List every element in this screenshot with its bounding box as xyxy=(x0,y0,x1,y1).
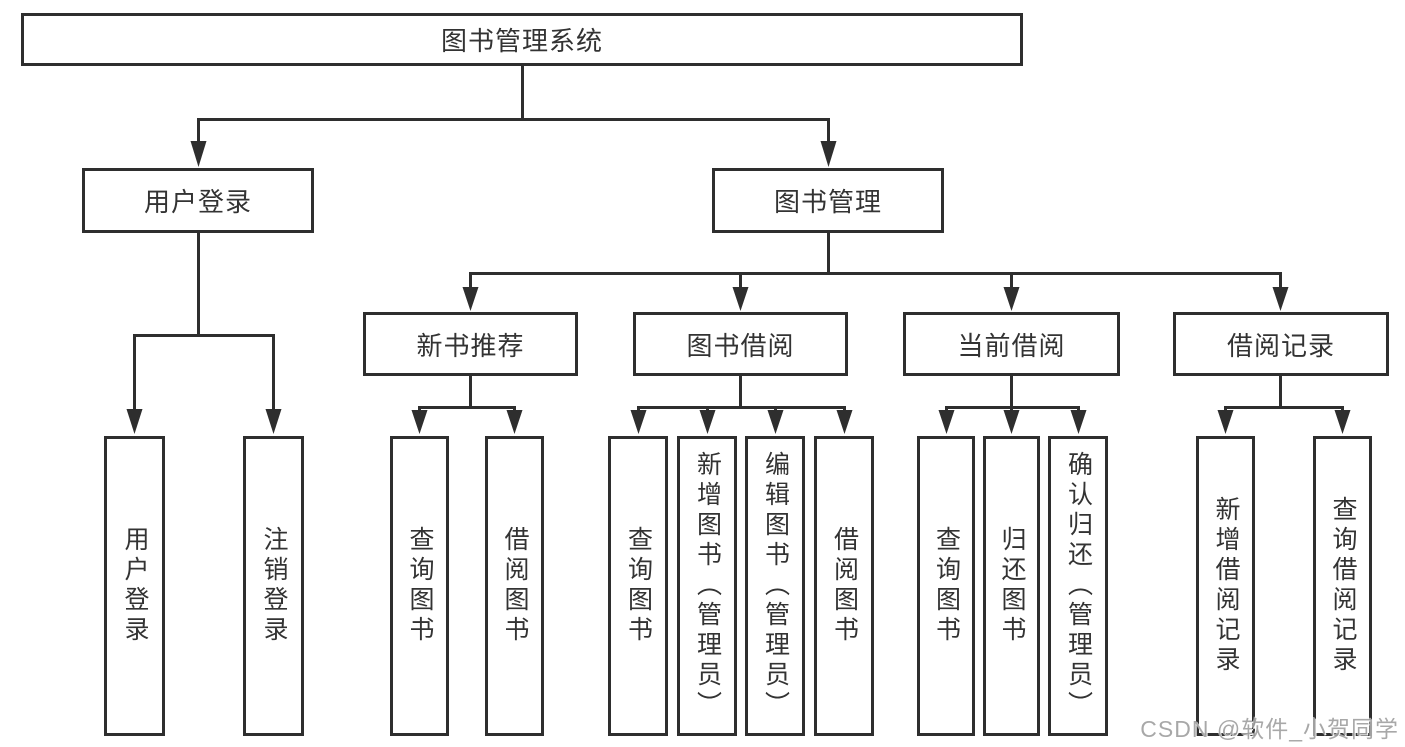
arrowhead xyxy=(836,410,853,434)
leaf-add-books-admin: 新增图书（管理员） xyxy=(677,436,737,736)
node-borrow-records: 借阅记录 xyxy=(1173,312,1389,376)
node-book-borrow: 图书借阅 xyxy=(633,312,848,376)
leaf-borrow-books-recommend: 借阅图书 xyxy=(485,436,544,736)
leaf-add-borrow-record: 新增借阅记录 xyxy=(1196,436,1255,736)
arrowhead xyxy=(190,141,207,167)
arrowhead xyxy=(1070,410,1087,434)
leaf-query-books-borrow: 查询图书 xyxy=(608,436,668,736)
leaf-return-books: 归还图书 xyxy=(983,436,1040,736)
arrowhead xyxy=(630,410,647,434)
leaf-query-books-current: 查询图书 xyxy=(917,436,975,736)
arrowhead xyxy=(732,287,749,311)
arrowhead xyxy=(1272,287,1289,311)
arrowhead xyxy=(699,410,716,434)
node-new-book-recommend: 新书推荐 xyxy=(363,312,578,376)
arrowhead xyxy=(767,410,784,434)
arrowhead xyxy=(1217,410,1234,434)
node-root: 图书管理系统 xyxy=(21,13,1023,66)
leaf-user-login: 用户登录 xyxy=(104,436,165,736)
arrowhead xyxy=(1334,410,1351,434)
node-user-login: 用户登录 xyxy=(82,168,314,233)
arrowhead xyxy=(462,287,479,311)
arrowhead xyxy=(265,409,282,434)
connector-currentborrow-fork xyxy=(945,376,1080,412)
leaf-query-books-recommend: 查询图书 xyxy=(390,436,449,736)
leaf-query-borrow-record: 查询借阅记录 xyxy=(1313,436,1372,736)
connector-root-to-level2 xyxy=(197,66,830,143)
connector-userlogin-to-leaves xyxy=(133,233,275,411)
arrowhead xyxy=(506,410,523,434)
connector-records-fork xyxy=(1224,376,1344,412)
node-book-management: 图书管理 xyxy=(712,168,944,233)
arrowhead xyxy=(411,410,428,434)
connector-bookborrow-fork xyxy=(637,376,846,412)
arrowhead xyxy=(126,409,143,434)
watermark: CSDN @软件_小贺同学 xyxy=(1140,716,1399,742)
leaf-borrow-books: 借阅图书 xyxy=(814,436,874,736)
arrowhead xyxy=(1003,410,1020,434)
leaf-logout: 注销登录 xyxy=(243,436,304,736)
connector-bookmgmt-to-level3 xyxy=(469,233,1282,289)
leaf-confirm-return-admin: 确认归还（管理员） xyxy=(1048,436,1108,736)
arrowhead xyxy=(820,141,837,167)
connector-newbook-fork xyxy=(418,376,516,412)
arrowheads xyxy=(126,141,1351,434)
arrowhead xyxy=(938,410,955,434)
node-current-borrow: 当前借阅 xyxy=(903,312,1120,376)
arrowhead xyxy=(1003,287,1020,311)
leaf-edit-books-admin: 编辑图书（管理员） xyxy=(745,436,805,736)
